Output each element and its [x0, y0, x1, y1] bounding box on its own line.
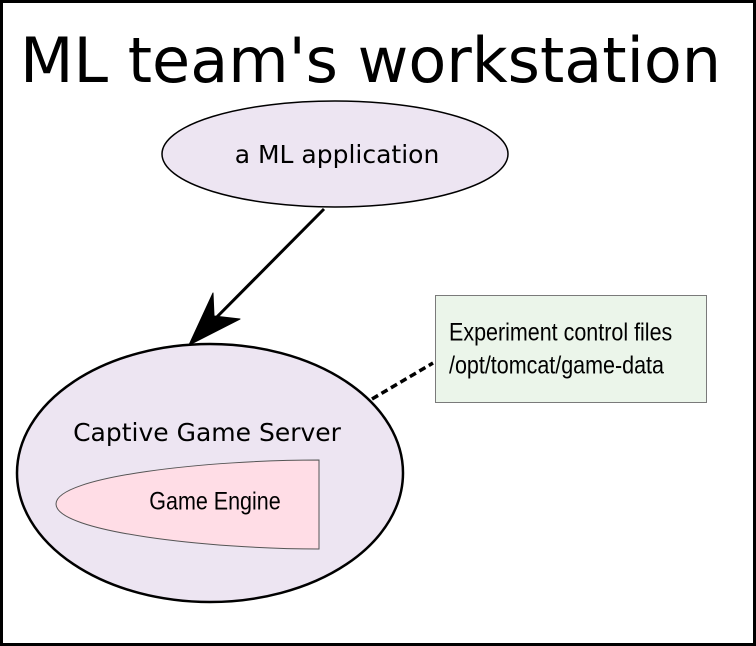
note-line-1: Experiment control files: [449, 318, 672, 346]
note-line-2: /opt/tomcat/game-data: [449, 351, 664, 379]
game-engine-label: Game Engine: [149, 487, 280, 515]
ml-application-node: [161, 100, 509, 208]
diagram-title: ML team's workstation: [20, 24, 721, 97]
ml-application-label: a ML application: [235, 140, 440, 169]
ml-to-server-edge: [200, 207, 326, 334]
ml-to-server-arrowhead: [188, 292, 241, 346]
experiment-files-note: [435, 295, 707, 403]
captive-game-server-label: Captive Game Server: [73, 418, 342, 447]
server-to-note-connector: [371, 361, 434, 401]
game-engine-node: [55, 459, 320, 550]
